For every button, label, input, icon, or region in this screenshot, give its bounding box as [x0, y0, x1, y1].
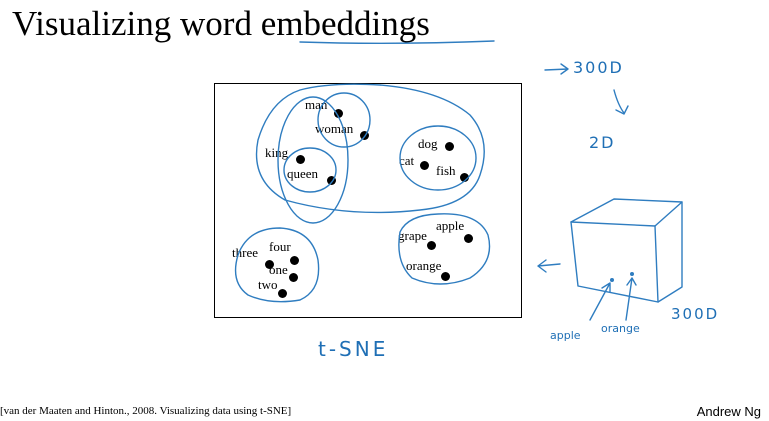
king-queen-loop [284, 148, 336, 192]
people-outer-loop [257, 84, 485, 212]
fruit-loop [399, 214, 490, 284]
citation: [van der Maaten and Hinton., 2008. Visua… [0, 405, 291, 417]
cube-edge-front-right [655, 226, 658, 302]
cube-edge-top-right [655, 202, 682, 226]
annotation-300d: 300D [573, 58, 624, 77]
cube-dot-orange [630, 272, 634, 276]
title-underline-stroke [300, 41, 494, 43]
people-inner-loop [278, 97, 348, 223]
annotation-cube-apple: apple [550, 329, 581, 342]
man-woman-loop [318, 93, 370, 147]
annotation-tsne: t-SNE [318, 337, 388, 361]
orange-pointer-stroke [626, 278, 636, 320]
cube-dot-apple [610, 278, 614, 282]
animals-loop [400, 126, 476, 190]
left-arrow-stroke [538, 260, 560, 272]
annotation-cube-300d: 300D [671, 305, 719, 323]
author-name: Andrew Ng [697, 404, 761, 419]
numbers-loop [236, 228, 319, 302]
annotation-cube-orange: orange [601, 322, 640, 335]
down-arrow-stroke [614, 90, 628, 114]
cube-edge-top-front [571, 222, 655, 226]
annotation-2d: 2D [589, 133, 616, 152]
right-arrow-stroke [545, 64, 568, 74]
cube-outline-stroke [571, 199, 682, 302]
